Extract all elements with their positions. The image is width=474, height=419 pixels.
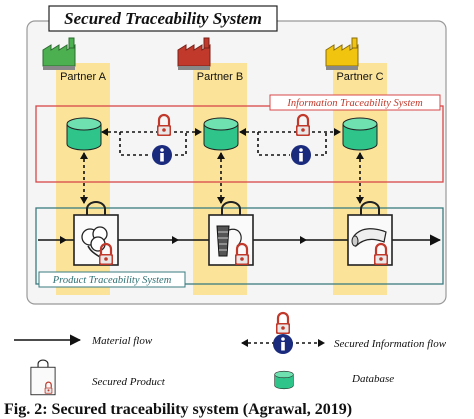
database-b-icon [203, 117, 239, 151]
partner-c-label: Partner C [336, 71, 383, 83]
product-traceability-label: Product Traceability System [52, 275, 172, 286]
info-icon [273, 334, 293, 354]
partner-a-label: Partner A [60, 71, 107, 83]
legend-material-flow-label: Material flow [91, 335, 153, 347]
legend-secured-product-icon [30, 359, 56, 396]
information-traceability-box [35, 105, 444, 183]
info-icon [291, 145, 311, 165]
partner-b-label: Partner B [197, 71, 243, 83]
secured-info-flow-a-b-connector [119, 132, 187, 156]
lock-icon [274, 311, 292, 336]
database-a-icon [66, 117, 102, 151]
factory-c-icon [325, 37, 359, 70]
legend-database-label: Database [351, 373, 394, 385]
figure-caption: Fig. 2: Secured traceability system (Agr… [4, 401, 352, 418]
factory-b-icon [177, 37, 211, 70]
legend-secured-info-flow-label: Secured Information flow [334, 338, 447, 350]
secured-product-b [208, 201, 254, 267]
secured-product-c [347, 201, 393, 267]
fabric-roll-icon [351, 228, 387, 248]
database-c-icon [342, 117, 378, 151]
information-traceability-label: Information Traceability System [286, 98, 423, 109]
title-box [48, 5, 278, 32]
secured-product-a [73, 201, 119, 267]
product-traceability-label-bg [38, 271, 186, 288]
factory-a-icon [42, 37, 76, 70]
cotton-plant-icon [81, 226, 108, 261]
info-icon [152, 145, 172, 165]
legend-secured-product-label: Secured Product [92, 376, 166, 388]
diagram-title: Secured Traceability System [64, 9, 262, 28]
information-traceability-label-bg [269, 94, 441, 111]
legend-database-icon [274, 370, 294, 390]
secured-info-flow-b-c-connector [257, 132, 327, 156]
